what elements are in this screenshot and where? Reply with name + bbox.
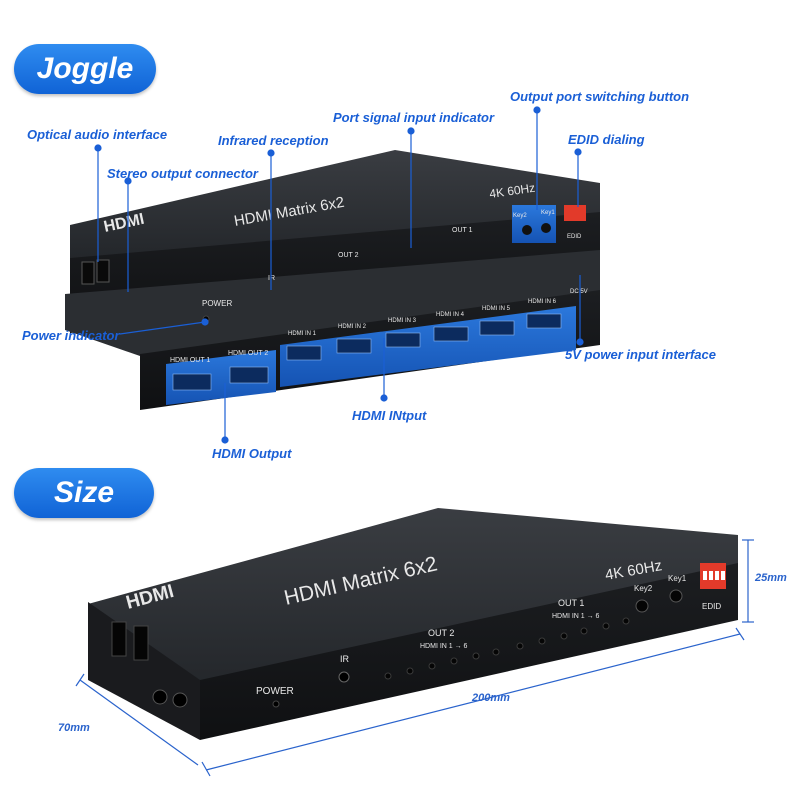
size-ir-label: IR bbox=[340, 654, 350, 664]
size-optical1-port[interactable] bbox=[133, 625, 149, 661]
callout-hdmi-input: HDMI INtput bbox=[352, 408, 427, 423]
label-hdmi-in-6: HDMI IN 6 bbox=[528, 299, 557, 305]
callout-output-switch: Output port switching button bbox=[510, 89, 690, 104]
size-out2-range: HDMI IN 1 → 6 bbox=[420, 643, 468, 650]
callout-edid-dialing: EDID dialing bbox=[568, 132, 645, 147]
key2-button[interactable] bbox=[522, 225, 532, 235]
size-power-led bbox=[272, 700, 280, 708]
size-device bbox=[88, 508, 738, 740]
section-joggle-label: Joggle bbox=[14, 44, 156, 94]
dimension-depth: 70mm bbox=[58, 722, 90, 734]
section-size-label: Size bbox=[14, 468, 154, 518]
size-device-top bbox=[88, 508, 738, 690]
size-optical2-port[interactable] bbox=[111, 621, 127, 657]
callout-optical-audio: Optical audio interface bbox=[27, 127, 168, 142]
size-ir-receiver bbox=[338, 671, 350, 683]
dimension-length: 200mm bbox=[472, 692, 510, 704]
upper-out2: OUT 2 bbox=[338, 252, 359, 259]
optical2-port[interactable] bbox=[81, 261, 95, 285]
size-device-front bbox=[200, 563, 738, 740]
size-key1-label: Key1 bbox=[668, 574, 687, 583]
size-rlout2-jack[interactable] bbox=[152, 689, 168, 705]
callout-infrared: Infrared reception bbox=[218, 133, 329, 148]
label-hdmi-in-5: HDMI IN 5 bbox=[482, 306, 511, 312]
hdmi-in-5-port[interactable] bbox=[479, 320, 515, 336]
hdmi-in-2-port[interactable] bbox=[336, 338, 372, 354]
hdmi-in-1-port[interactable] bbox=[286, 345, 322, 361]
callout-hdmi-output: HDMI Output bbox=[212, 446, 292, 461]
callout-port-signal: Port signal input indicator bbox=[333, 110, 495, 125]
size-out2: OUT 2 bbox=[428, 628, 454, 638]
label-hdmi-out-2: HDMI OUT 2 bbox=[228, 350, 268, 357]
key1-button[interactable] bbox=[541, 223, 551, 233]
upper-power-label: POWER bbox=[202, 299, 232, 308]
label-hdmi-out-1: HDMI OUT 1 bbox=[170, 357, 210, 364]
lower-unit-top bbox=[65, 250, 600, 356]
size-key2-button[interactable] bbox=[635, 599, 649, 613]
label-hdmi-in-3: HDMI IN 3 bbox=[388, 318, 417, 324]
size-power-label: POWER bbox=[256, 686, 294, 697]
callout-power-indicator: Power indicator bbox=[22, 328, 120, 343]
size-out1-range: HDMI IN 1 → 6 bbox=[552, 613, 600, 620]
label-hdmi-in-1: HDMI IN 1 bbox=[288, 331, 317, 337]
upper-key2-label: Key2 bbox=[513, 213, 527, 219]
label-hdmi-in-2: HDMI IN 2 bbox=[338, 324, 367, 330]
size-key2-label: Key2 bbox=[634, 584, 653, 593]
callout-stereo-output: Stereo output connector bbox=[107, 166, 258, 181]
size-key1-button[interactable] bbox=[669, 589, 683, 603]
upper-dc-label: DC 5V bbox=[570, 289, 588, 295]
upper-key1-label: Key1 bbox=[541, 210, 555, 216]
edid-dip-switch[interactable] bbox=[564, 205, 586, 221]
dimension-lines bbox=[75, 539, 754, 777]
callout-power-input: 5V power input interface bbox=[565, 347, 716, 362]
hdmi-in-4-port[interactable] bbox=[433, 326, 469, 342]
dimension-height: 25mm bbox=[755, 572, 787, 584]
lower-unit bbox=[65, 250, 600, 410]
size-rlout1-jack[interactable] bbox=[172, 692, 188, 708]
hdmi-out-2-port[interactable] bbox=[229, 366, 269, 384]
upper-out1: OUT 1 bbox=[452, 227, 473, 234]
hdmi-in-6-port[interactable] bbox=[526, 313, 562, 329]
upper-resolution: 4K 60Hz bbox=[488, 181, 536, 201]
optical1-port[interactable] bbox=[96, 259, 110, 283]
hdmi-out-1-port[interactable] bbox=[172, 373, 212, 391]
size-edid-label: EDID bbox=[702, 602, 721, 611]
size-out1: OUT 1 bbox=[558, 598, 584, 608]
upper-edid-label: EDID bbox=[567, 234, 582, 240]
hdmi-in-3-port[interactable] bbox=[385, 332, 421, 348]
hdmi-out-panel bbox=[166, 350, 276, 405]
size-indicator-leds bbox=[384, 617, 630, 680]
label-hdmi-in-4: HDMI IN 4 bbox=[436, 312, 465, 318]
upper-unit-top bbox=[70, 150, 600, 260]
